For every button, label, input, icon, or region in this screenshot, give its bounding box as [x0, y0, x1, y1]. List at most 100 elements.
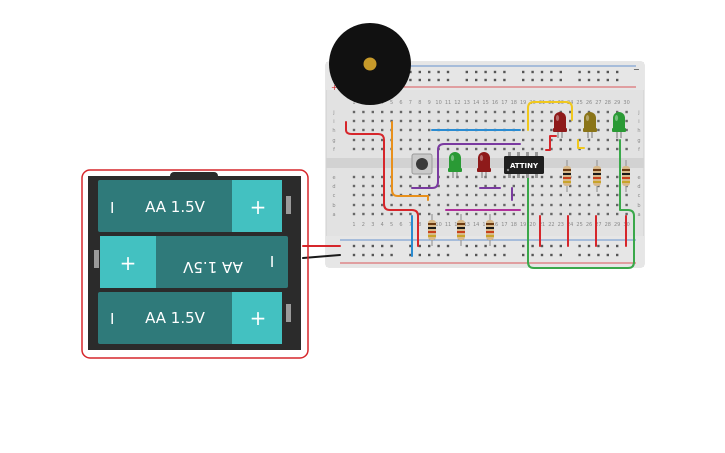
wires	[302, 101, 635, 269]
resistor[interactable]	[563, 160, 571, 192]
led-green[interactable]	[612, 112, 626, 138]
led-olive[interactable]	[583, 112, 597, 138]
column-number: 18	[511, 100, 517, 106]
row-letter: i	[638, 119, 639, 125]
column-number: 28	[605, 100, 611, 106]
row-letter: i	[333, 119, 334, 125]
row-letter: c	[333, 193, 336, 199]
column-number: 17	[501, 222, 507, 228]
column-number: 15	[482, 100, 488, 106]
cell-3-plus: +	[250, 306, 267, 330]
led-red[interactable]	[553, 112, 567, 138]
column-number: 29	[614, 100, 620, 106]
column-number: 24	[567, 222, 573, 228]
column-number: 1	[352, 100, 355, 106]
column-number: 10	[435, 222, 441, 228]
row-letter: e	[332, 175, 335, 181]
column-number: 19	[520, 222, 526, 228]
leds	[448, 112, 626, 178]
cell-2-plus: +	[120, 251, 137, 275]
resistor[interactable]	[486, 214, 494, 246]
row-letter: h	[637, 128, 640, 134]
column-number: 7	[409, 222, 412, 228]
pushbutton[interactable]	[411, 153, 433, 175]
attiny-chip[interactable]: ATTINY	[504, 152, 544, 178]
column-number: 26	[586, 222, 592, 228]
column-number: 6	[399, 222, 402, 228]
piezo-buzzer[interactable]	[329, 23, 411, 105]
column-number: 9	[428, 100, 431, 106]
resistor[interactable]	[428, 214, 436, 246]
column-number: 27	[595, 222, 601, 228]
row-letter: j	[332, 110, 334, 116]
cell-2-minus: I	[270, 252, 274, 270]
column-number: 23	[558, 222, 564, 228]
wire-red-chip	[545, 135, 557, 151]
column-number: 13	[464, 222, 470, 228]
column-number: 20	[529, 222, 535, 228]
column-number: 28	[605, 222, 611, 228]
battery-pack[interactable]: I AA 1.5V + + AA 1.5V I I AA 1.5V +	[81, 169, 309, 359]
cell-2-label: AA 1.5V	[182, 258, 243, 276]
cell-1-minus: I	[110, 199, 114, 217]
cell-3-label: AA 1.5V	[145, 309, 206, 327]
rail-plus-sign: +	[331, 83, 338, 92]
column-number: 16	[492, 100, 498, 106]
row-letter: b	[332, 203, 335, 209]
column-number: 22	[548, 222, 554, 228]
column-number: 16	[492, 222, 498, 228]
column-number: 13	[464, 100, 470, 106]
cell-3-minus: I	[110, 310, 114, 328]
led-green[interactable]	[448, 152, 462, 178]
wire-battery-negative	[302, 254, 341, 259]
column-number: 6	[399, 100, 402, 106]
row-letter: d	[637, 184, 640, 190]
wire-yellow-2	[577, 139, 585, 149]
row-letter: a	[637, 212, 640, 218]
chip-label: ATTINY	[510, 162, 539, 170]
aa-cell-1: I AA 1.5V +	[98, 180, 282, 232]
aa-cell-2: + AA 1.5V I	[100, 236, 288, 288]
row-letter: j	[637, 110, 639, 116]
row-letter: f	[638, 147, 640, 153]
column-number: 5	[390, 222, 393, 228]
row-letter: e	[637, 175, 640, 181]
resistors	[428, 160, 630, 246]
column-number: 1	[352, 222, 355, 228]
column-number: 8	[418, 100, 421, 106]
column-number: 14	[473, 100, 479, 106]
wire-orange	[391, 121, 429, 201]
column-number: 12	[454, 100, 460, 106]
led-red[interactable]	[477, 152, 491, 178]
row-letter: g	[637, 138, 640, 144]
column-number: 27	[595, 100, 601, 106]
resistor[interactable]	[622, 160, 630, 192]
cell-1-plus: +	[250, 195, 267, 219]
row-letter: f	[333, 147, 335, 153]
resistor[interactable]	[593, 160, 601, 192]
cell-1-label: AA 1.5V	[145, 198, 206, 216]
column-number: 8	[418, 222, 421, 228]
row-letter: a	[332, 212, 335, 218]
column-number: 18	[511, 222, 517, 228]
column-number: 14	[473, 222, 479, 228]
row-letter: c	[638, 193, 641, 199]
column-number: 10	[435, 100, 441, 106]
row-letter: g	[332, 138, 335, 144]
column-number: 2	[362, 222, 365, 228]
row-letter: h	[332, 128, 335, 134]
column-number: 11	[445, 100, 451, 106]
wire-yellow	[527, 101, 573, 131]
column-number: 3	[371, 222, 374, 228]
wire-red-left	[345, 121, 419, 247]
column-number: 4	[381, 222, 384, 228]
aa-cell-3: I AA 1.5V +	[98, 292, 282, 344]
wire-purple-1	[411, 143, 521, 189]
rail-minus-sign: −	[633, 65, 640, 74]
wire-green	[527, 139, 635, 269]
column-number: 19	[520, 100, 526, 106]
row-letter: b	[637, 203, 640, 209]
column-number: 17	[501, 100, 507, 106]
resistor[interactable]	[457, 214, 465, 246]
